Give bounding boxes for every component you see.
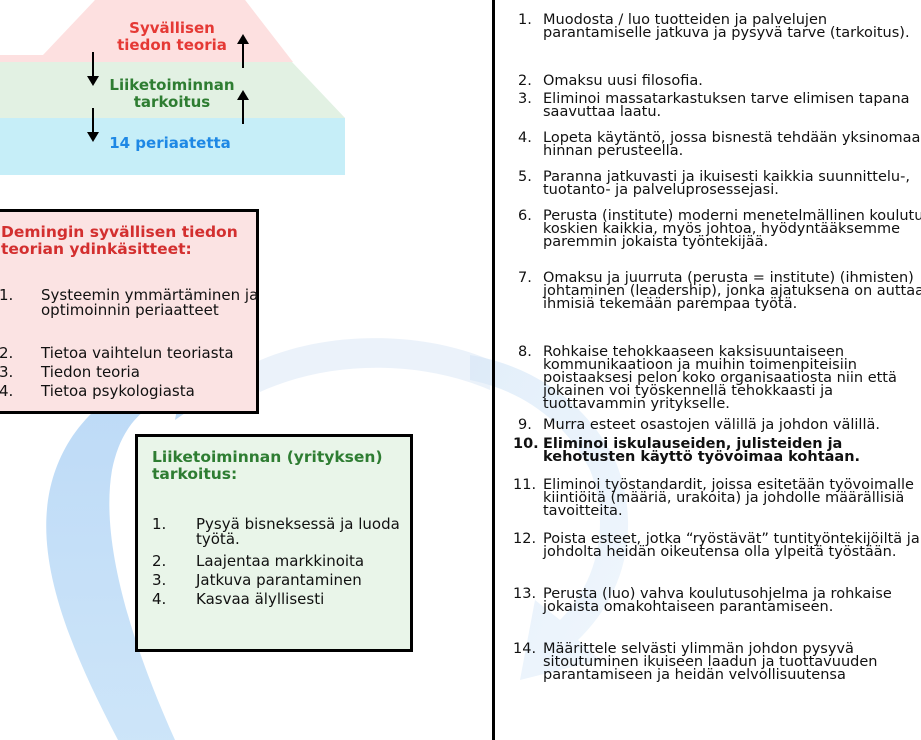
principle-text: Paranna jatkuvasti ja ikuisesti kaikkia … [543,169,910,198]
list-text: Tietoa psykologiasta [41,382,195,400]
principle-number: 6. [518,208,532,224]
principle-text: Määrittele selvästi ylimmän johdon pysyv… [543,641,878,683]
list-text: Tiedon teoria [41,363,140,381]
principle-number: 4. [518,130,532,146]
pyramid-level-2-label: Liiketoiminnan tarkoitus [109,76,235,111]
principle-number: 11. [513,477,537,493]
principle-item: 9. Murra esteet osastojen välillä ja joh… [495,417,921,438]
principle-text: Eliminoi massatarkastuksen tarve elimise… [543,91,910,120]
principle-text: Eliminoi iskulauseiden, julisteiden ja k… [543,436,861,465]
principle-number: 12. [513,531,537,547]
cycle-arrow-right-arc [470,355,629,680]
list-number: 4. [152,590,167,608]
principle-number: 9. [518,417,532,433]
arrow-down-icon [87,108,99,142]
list-number: 1. [0,286,14,304]
pyramid-level-3-label: 14 periaatetta [109,134,231,152]
principle-number: 1. [518,12,532,28]
principle-item: 13. Perusta (luo) vahva koulutusohjelma … [495,586,921,643]
pyramid: Syvällisen tiedon teoria Liiketoiminnan … [0,0,345,175]
principle-item: 8. Rohkaise tehokkaaseen kaksisuuntaisee… [495,344,921,419]
principle-item: 10. Eliminoi iskulauseiden, julisteiden … [495,436,921,479]
list-number: 3. [152,571,167,589]
principle-item: 3. Eliminoi massatarkastuksen tarve elim… [495,91,921,132]
list-text: Systeemin ymmärtäminen ja optimoinnin pe… [41,286,259,319]
deming-items-list: 1. Systeemin ymmärtäminen ja optimoinnin… [0,288,259,403]
pyramid-bottom-layer [0,118,345,175]
pyramid-layers [0,0,345,175]
principle-number: 3. [518,91,532,107]
principle-text: Rohkaise tehokkaaseen kaksisuuntaiseen k… [543,344,897,412]
principle-text: Perusta (luo) vahva koulutusohjelma ja r… [543,586,892,615]
principle-item: 5. Paranna jatkuvasti ja ikuisesti kaikk… [495,169,921,210]
deming-box-title: Demingin syvällisen tiedon teorian ydink… [1,223,238,258]
principle-text: Perusta (institute) moderni menetelmälli… [543,208,921,250]
principle-number: 13. [513,586,537,602]
pyramid-level-1-label: Syvällisen tiedon teoria [117,19,227,54]
list-item: 3. Jatkuva parantaminen [152,573,408,592]
principle-item: 2. Omaksu uusi filosofia. [495,73,921,93]
list-item: 2. Tietoa vaihtelun teoriasta [0,346,259,365]
principle-text: Omaksu ja juurruta (perusta = institute)… [543,270,921,312]
principle-text: Muodosta / luo tuotteiden ja palvelujen … [543,12,910,41]
business-items-list: 1. Pysyä bisneksessä ja luoda työtä. 2. … [152,517,408,611]
cycle-arrow-left-arc [46,340,240,740]
business-box-title: Liiketoiminnan (yrityksen) tarkoitus: [152,448,383,483]
arrow-up-icon [237,34,249,68]
arrow-down-icon [87,52,99,86]
list-item: 3. Tiedon teoria [0,365,259,384]
list-number: 4. [0,382,14,400]
principle-item: 1. Muodosta / luo tuotteiden ja palveluj… [495,12,921,75]
list-item: 1. Pysyä bisneksessä ja luoda työtä. [152,517,408,554]
list-item: 4. Tietoa psykologiasta [0,384,259,403]
list-item: 2. Laajentaa markkinoita [152,554,408,573]
list-number: 1. [152,515,167,533]
principle-item: 11. Eliminoi työstandardit, joissa esite… [495,477,921,533]
principle-text: Poista esteet, jotka “ryöstävät” tuntity… [543,531,920,560]
principle-item: 7. Omaksu ja juurruta (perusta = institu… [495,270,921,346]
principle-item: 12. Poista esteet, jotka “ryöstävät” tun… [495,531,921,588]
pyramid-middle-layer [0,62,345,118]
principle-number: 5. [518,169,532,185]
list-item: 4. Kasvaa älyllisesti [152,592,408,611]
list-text: Tietoa vaihtelun teoriasta [41,344,234,362]
principle-item: 14. Määrittele selvästi ylimmän johdon p… [495,641,921,703]
deming-theory-box: Demingin syvällisen tiedon teorian ydink… [0,209,259,414]
list-text: Pysyä bisneksessä ja luoda työtä. [196,515,400,548]
pyramid-top-layer-tip [50,0,292,62]
business-purpose-box: Liiketoiminnan (yrityksen) tarkoitus: 1.… [135,434,413,652]
list-number: 2. [0,344,14,362]
principle-number: 10. [513,436,539,452]
cycle-arrow-upper-arc [250,338,490,392]
principle-number: 2. [518,73,532,89]
list-text: Jatkuva parantaminen [196,571,362,589]
principle-text: Eliminoi työstandardit, joissa esitetään… [543,477,914,519]
principle-item: 4. Lopeta käytäntö, jossa bisnestä tehdä… [495,130,921,171]
principle-text: Murra esteet osastojen välillä ja johdon… [543,417,880,433]
principle-number: 8. [518,344,532,360]
list-number: 3. [0,363,14,381]
list-text: Laajentaa markkinoita [196,552,365,570]
arrow-up-icon [237,90,249,124]
list-number: 2. [152,552,167,570]
principle-item: 6. Perusta (institute) moderni menetelmä… [495,208,921,272]
principle-number: 14. [513,641,537,657]
principle-text: Lopeta käytäntö, jossa bisnestä tehdään … [543,130,921,159]
principle-number: 7. [518,270,532,286]
list-text: Kasvaa älyllisesti [196,590,325,608]
fourteen-principles-list: 1. Muodosta / luo tuotteiden ja palveluj… [492,0,921,740]
principle-text: Omaksu uusi filosofia. [543,73,703,89]
list-item: 1. Systeemin ymmärtäminen ja optimoinnin… [0,288,259,346]
